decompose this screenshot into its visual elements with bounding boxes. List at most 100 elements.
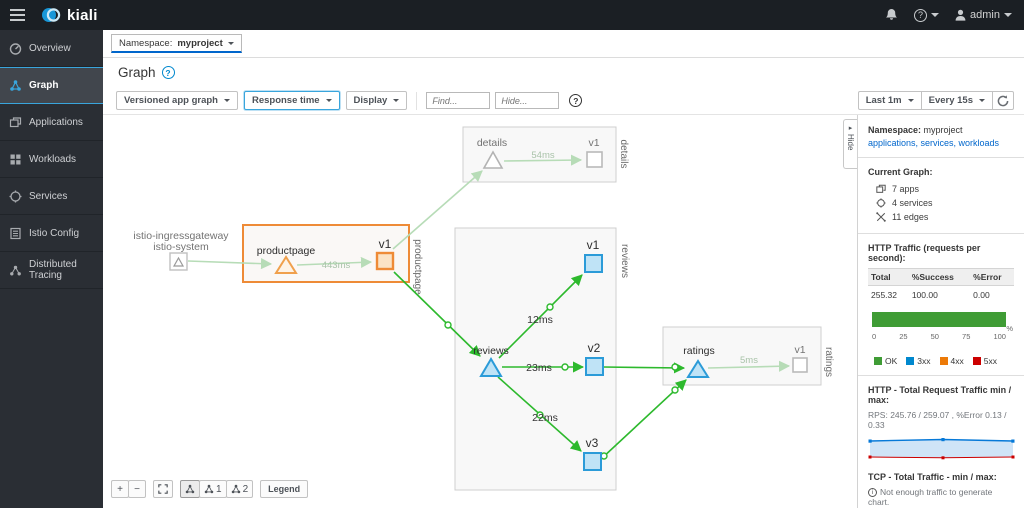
legend-ok-swatch (874, 357, 882, 365)
graph-toolbar: Versioned app graph Response time Displa… (103, 87, 1024, 115)
edge-v2-to-ratings[interactable] (602, 362, 686, 374)
chart-axis: 0 25 50 75 100 (872, 332, 1006, 341)
http-minmax-title: HTTP - Total Request Traffic min / max: (868, 385, 1012, 405)
node-reviews-v2[interactable]: v2 (585, 341, 604, 376)
display-select[interactable]: Display (345, 91, 408, 110)
node-label: istio-system (153, 241, 209, 253)
graph-type-select[interactable]: Versioned app graph (116, 91, 238, 110)
node-ratings-v1[interactable]: v1 (792, 344, 808, 373)
refresh-button[interactable] (992, 91, 1014, 110)
edge-label: 443ms (322, 260, 351, 271)
find-input[interactable] (426, 92, 491, 109)
node-istio-ingressgateway[interactable]: istio-ingressgateway istio-system (133, 230, 229, 271)
layout-default-button[interactable] (180, 480, 200, 498)
graph-icon (10, 80, 21, 91)
zoom-out-button[interactable]: − (128, 480, 146, 498)
sidebar-item-graph[interactable]: Graph (0, 67, 103, 104)
edge-label-select[interactable]: Response time (243, 91, 340, 110)
toolbar-divider (416, 91, 418, 110)
node-details-v1[interactable]: v1 (586, 137, 603, 168)
node-productpage-v1[interactable]: v1 (375, 237, 395, 271)
edge-label: 5ms (740, 355, 758, 366)
node-label: v1 (587, 238, 600, 252)
edge-productpage-to-reviews[interactable] (393, 271, 481, 357)
applications-icon (876, 184, 886, 193)
namespace-select[interactable]: Namespace: myproject (111, 34, 242, 53)
node-label: v1 (588, 137, 599, 149)
node-productpage-app[interactable]: productpage (257, 245, 316, 274)
table-row: 255.32 100.00 0.00 (871, 290, 990, 300)
edge-details-to-v1[interactable]: 54ms (503, 150, 583, 166)
edge-gateway-to-productpage[interactable] (187, 258, 273, 270)
hide-input[interactable] (495, 92, 560, 109)
edge-productpage-to-details[interactable] (392, 170, 483, 250)
legend-5xx-swatch (972, 357, 981, 365)
layout-2-button[interactable]: 2 (225, 480, 254, 498)
node-label: ratings (683, 345, 715, 357)
sidebar-item-applications[interactable]: Applications (0, 104, 103, 141)
namespace-bar: Namespace: myproject (103, 30, 1024, 58)
graph-help-icon[interactable]: ? (161, 66, 175, 79)
layout-icon (204, 484, 214, 494)
node-reviews-v3[interactable]: v3 (583, 436, 602, 471)
chart-legend: OK 3xx 4xx 5xx (874, 356, 1014, 366)
chevron-down-icon (227, 41, 234, 45)
page-title: Graph (118, 65, 156, 80)
edge-label: 22ms (532, 412, 558, 424)
stat-edges: 11 edges (868, 210, 1014, 224)
edge-productpage-to-v1[interactable]: 443ms (296, 256, 373, 271)
kiali-logo[interactable]: kiali (41, 6, 98, 24)
layout-1-button[interactable]: 1 (199, 480, 227, 498)
istio-config-icon (10, 227, 21, 239)
distributed-tracing-icon (10, 265, 21, 275)
group-label-reviews: reviews (619, 244, 630, 278)
bell-icon (886, 9, 898, 20)
http-traffic-table: Total %Success %Error 255.32 100.00 0.00 (868, 268, 1014, 302)
tcp-title: TCP - Total Traffic - min / max: (868, 472, 997, 482)
legend-4xx-swatch (939, 357, 948, 365)
zoom-in-button[interactable]: + (111, 480, 129, 498)
edge-label: 54ms (531, 150, 554, 161)
panel-hide-tab[interactable]: ▸ Hide (843, 119, 857, 169)
success-bar (872, 312, 1006, 327)
edge-reviews-to-v3[interactable]: 22ms (497, 376, 582, 452)
sidebar-nav: Overview Graph Applications (0, 30, 103, 508)
divider (858, 233, 1024, 234)
edge-reviews-to-v2[interactable]: 23ms (502, 361, 585, 374)
layout-icon (231, 484, 240, 494)
node-label: v1 (794, 344, 805, 356)
sidebar-item-distributed-tracing[interactable]: Distributed Tracing (0, 252, 103, 289)
sidebar-item-services[interactable]: Services (0, 178, 103, 215)
panel-namespace: Namespace: myproject (868, 125, 963, 135)
node-details-app[interactable]: details (477, 137, 507, 169)
node-ratings-app[interactable]: ratings (683, 345, 715, 378)
graph-canvas[interactable]: details reviews ratings productpage (103, 115, 857, 508)
stat-services: 4 services (868, 196, 1014, 210)
refresh-interval-select[interactable]: Every 15s (920, 91, 993, 110)
edge-reviews-to-v1[interactable]: 12ms (498, 274, 583, 359)
find-help-icon[interactable]: ? (569, 94, 583, 107)
chevron-down-icon (325, 99, 332, 102)
namespace-links[interactable]: applications, services, workloads (868, 138, 1000, 148)
help-menu-button[interactable]: ? (914, 8, 940, 22)
menu-toggle-icon[interactable] (10, 9, 25, 21)
sidebar-item-overview[interactable]: Overview (0, 30, 103, 67)
fit-to-screen-button[interactable] (153, 480, 173, 498)
group-label-productpage: productpage (412, 239, 423, 295)
success-rate-chart: % 0 25 50 75 100 (872, 310, 1013, 354)
summary-panel: Namespace: myproject applications, servi… (857, 115, 1024, 508)
edge-ratings-to-v1[interactable]: 5ms (707, 355, 791, 372)
user-menu-button[interactable]: admin (955, 9, 1012, 21)
node-reviews-v1[interactable]: v1 (584, 238, 603, 273)
sidebar-item-istio-config[interactable]: Istio Config (0, 215, 103, 252)
masthead: kiali ? admin (0, 0, 1024, 30)
node-reviews-app[interactable]: reviews (473, 345, 509, 377)
notifications-button[interactable] (885, 8, 898, 22)
sidebar-item-workloads[interactable]: Workloads (0, 141, 103, 178)
legend-button[interactable]: Legend (260, 480, 309, 498)
chevron-down-icon (931, 13, 940, 17)
rps-sparkline-chart (868, 438, 1015, 460)
services-icon (876, 198, 886, 208)
chevron-down-icon (223, 99, 230, 102)
duration-select[interactable]: Last 1m (857, 91, 922, 110)
